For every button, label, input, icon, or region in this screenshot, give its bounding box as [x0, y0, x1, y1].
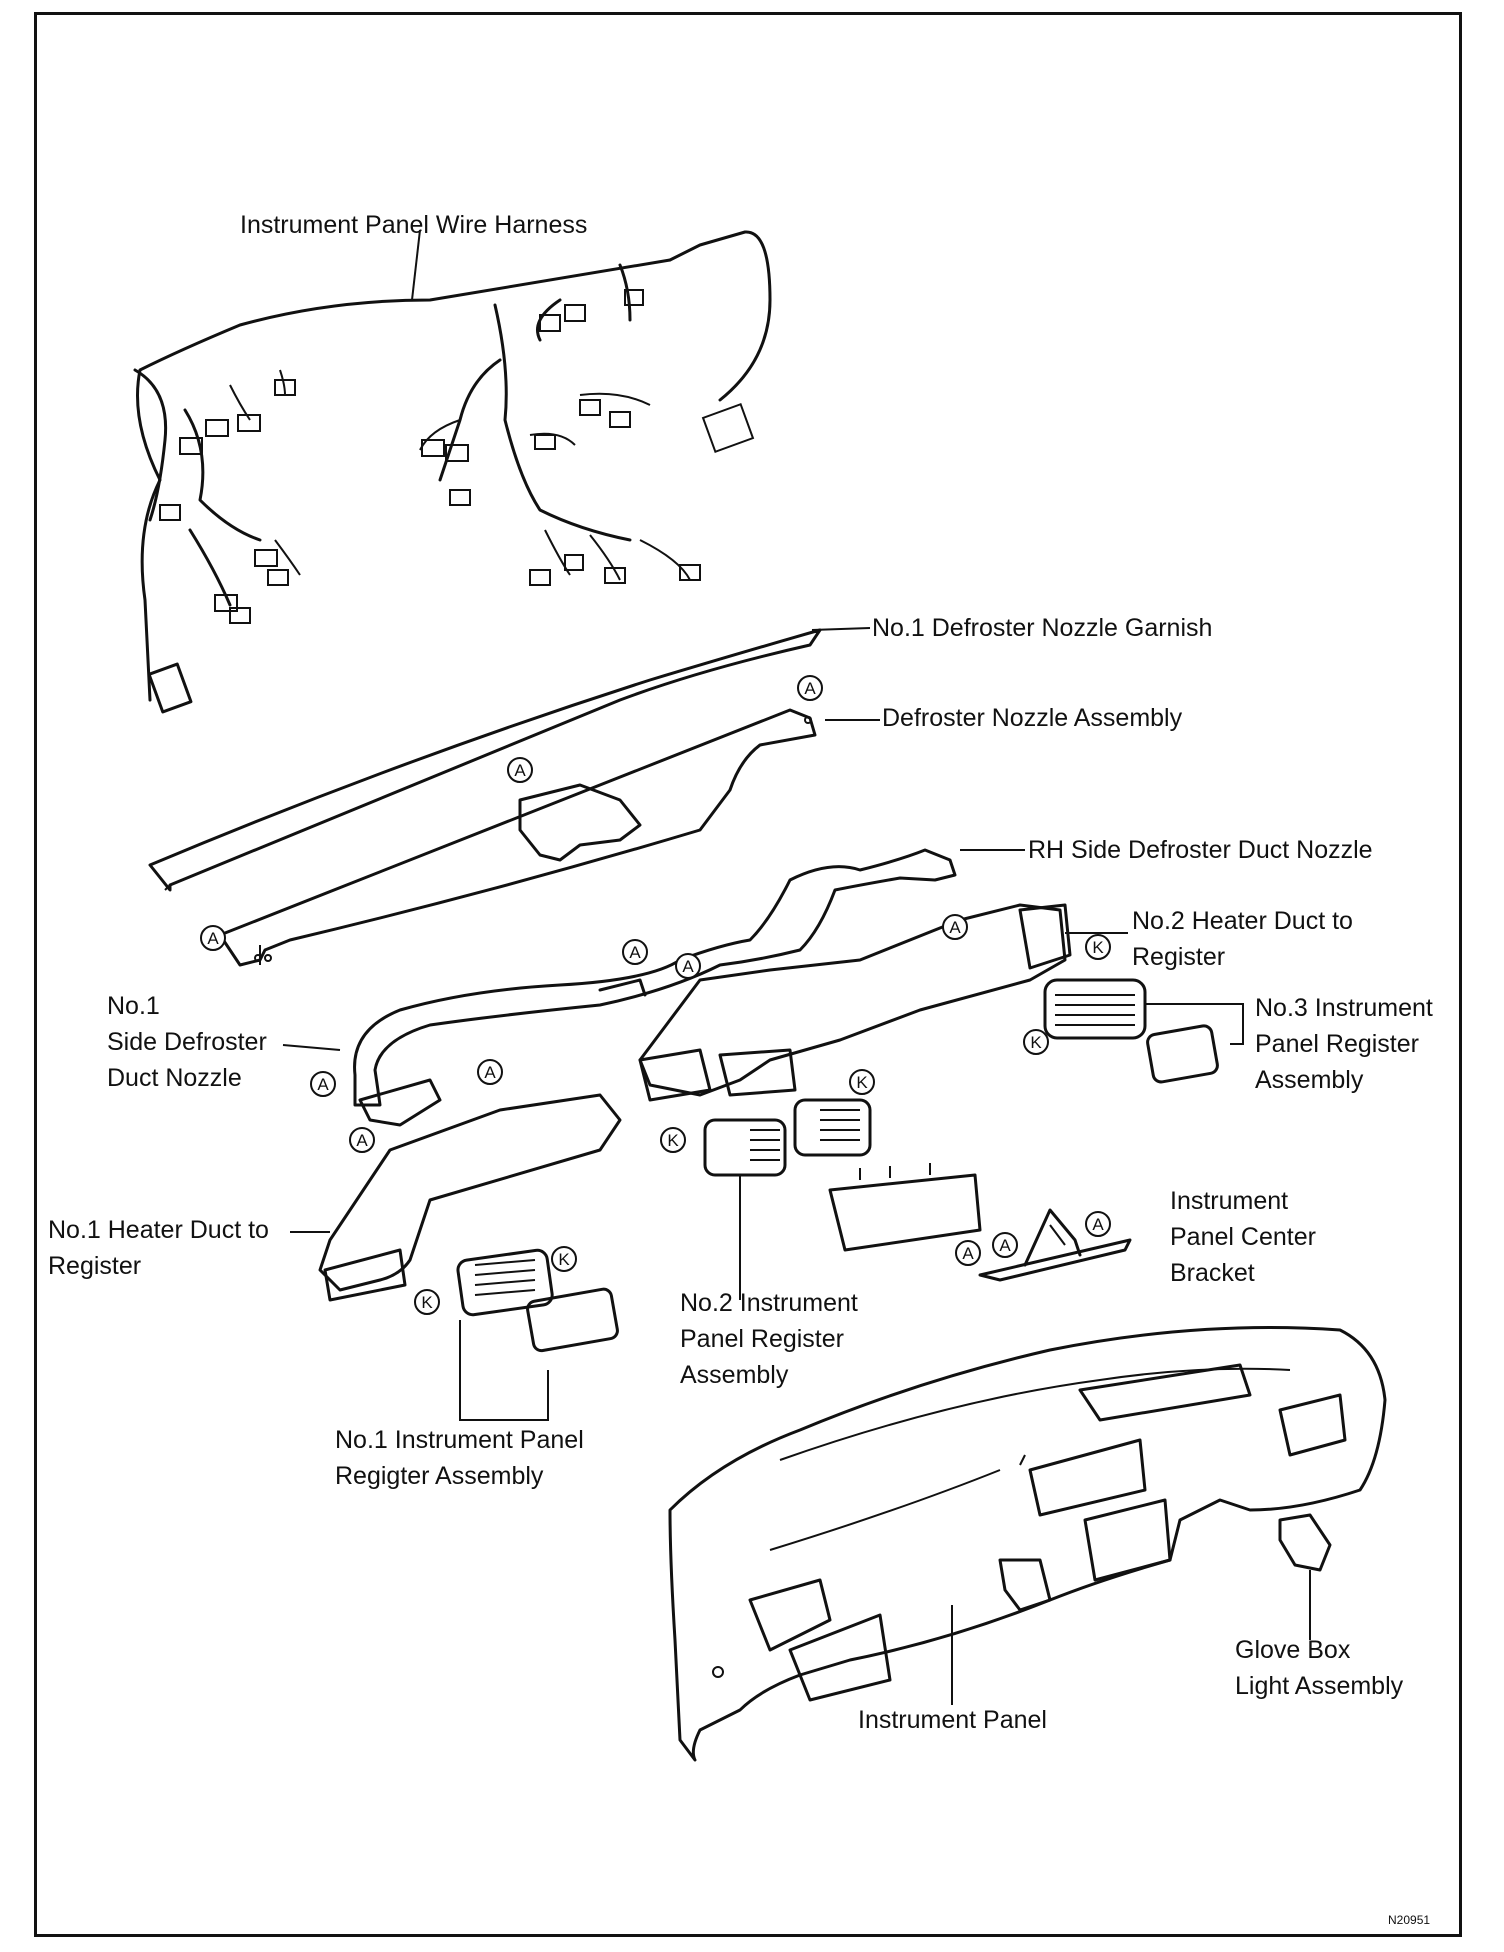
svg-text:A: A: [356, 1131, 368, 1150]
svg-text:A: A: [207, 929, 219, 948]
svg-text:A: A: [682, 957, 694, 976]
svg-text:K: K: [1092, 938, 1104, 957]
clip-marker-a: A: [942, 914, 968, 940]
svg-text:A: A: [1092, 1215, 1104, 1234]
no2-register-drawing: [703, 1098, 982, 1300]
label-wire-harness: Instrument Panel Wire Harness: [240, 211, 588, 239]
clip-marker-a: A: [622, 939, 648, 965]
clip-marker-a: A: [477, 1059, 503, 1085]
no2-heater-duct-drawing: [638, 903, 1072, 1102]
glove-box-light-drawing: [1278, 1513, 1332, 1640]
no1-heater-duct-drawing: [318, 1093, 622, 1302]
leader-lines: [282, 229, 1128, 1233]
svg-text:K: K: [856, 1073, 868, 1092]
clip-marker-a: A: [349, 1127, 375, 1153]
svg-text:A: A: [629, 943, 641, 962]
clip-marker-k: K: [1085, 934, 1111, 960]
side-defroster-duct-drawing: [353, 848, 957, 1127]
clip-marker-k: K: [1023, 1029, 1049, 1055]
diagram-frame: [34, 12, 1462, 1937]
svg-text:A: A: [949, 918, 961, 937]
instrument-panel-drawing: [668, 1326, 1387, 1762]
svg-text:K: K: [558, 1250, 570, 1269]
center-bracket-drawing: [978, 1208, 1132, 1282]
svg-text:A: A: [804, 679, 816, 698]
svg-text:A: A: [962, 1244, 974, 1263]
clip-marker-k: K: [551, 1246, 577, 1272]
label-defroster-garnish: No.1 Defroster Nozzle Garnish: [872, 614, 1213, 642]
clip-marker-a: A: [955, 1240, 981, 1266]
clip-marker-a: A: [507, 757, 533, 783]
clip-marker-k: K: [849, 1069, 875, 1095]
clip-marker-a: A: [797, 675, 823, 701]
clip-marker-a: A: [675, 953, 701, 979]
defroster-garnish-drawing: [148, 628, 822, 892]
clip-marker-a: A: [1085, 1211, 1111, 1237]
clip-markers: A A A A A A A A A A A A K K K K K K: [200, 675, 1111, 1315]
no3-register-drawing: [1043, 978, 1244, 1084]
clip-marker-a: A: [992, 1232, 1018, 1258]
svg-text:K: K: [421, 1293, 433, 1312]
no1-register-drawing: [456, 1248, 619, 1421]
clip-marker-a: A: [310, 1071, 336, 1097]
wire-harness: [133, 230, 772, 714]
label-rh-side-defroster: RH Side Defroster Duct Nozzle: [1028, 836, 1373, 864]
clip-marker-k: K: [660, 1127, 686, 1153]
figure-reference: N20951: [1388, 1913, 1431, 1927]
svg-text:A: A: [484, 1063, 496, 1082]
clip-marker-k: K: [414, 1289, 440, 1315]
label-defroster-nozzle: Defroster Nozzle Assembly: [882, 704, 1183, 732]
svg-text:K: K: [667, 1131, 679, 1150]
svg-text:K: K: [1030, 1033, 1042, 1052]
svg-text:A: A: [317, 1075, 329, 1094]
label-instrument-panel: Instrument Panel: [858, 1706, 1047, 1734]
svg-text:A: A: [514, 761, 526, 780]
defroster-nozzle-drawing: [218, 708, 817, 967]
svg-text:A: A: [999, 1236, 1011, 1255]
clip-marker-a: A: [200, 925, 226, 951]
